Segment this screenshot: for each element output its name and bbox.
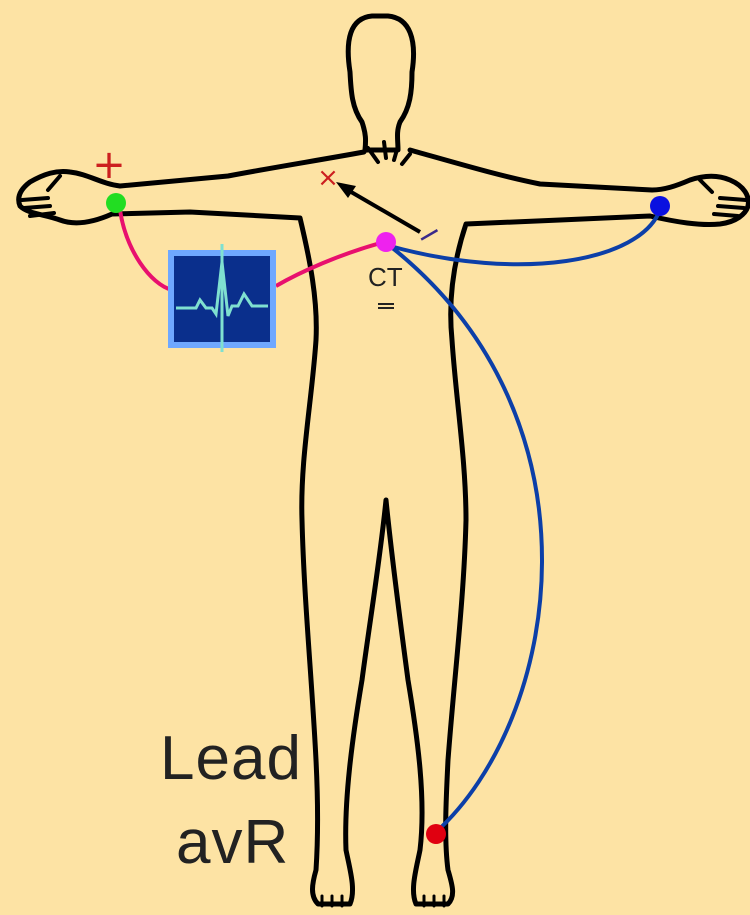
left-arm-electrode xyxy=(650,196,670,216)
positive-sign: + xyxy=(92,142,126,188)
lead-title: Lead xyxy=(160,728,300,790)
right-arm-electrode xyxy=(106,193,126,213)
central-terminal-electrode xyxy=(376,232,396,252)
positive-wire-to-monitor xyxy=(120,210,172,290)
ecg-monitor xyxy=(168,244,276,352)
ground-mark xyxy=(378,304,394,308)
negative-sign: − xyxy=(410,213,449,256)
central-terminal-label: CT xyxy=(368,264,403,290)
leg-electrode xyxy=(426,824,446,844)
neck-marks xyxy=(368,142,410,164)
x-mark: × xyxy=(317,163,339,193)
lead-name: avR xyxy=(176,812,316,874)
axis-arrowhead xyxy=(336,182,356,198)
head-outline xyxy=(348,16,413,150)
